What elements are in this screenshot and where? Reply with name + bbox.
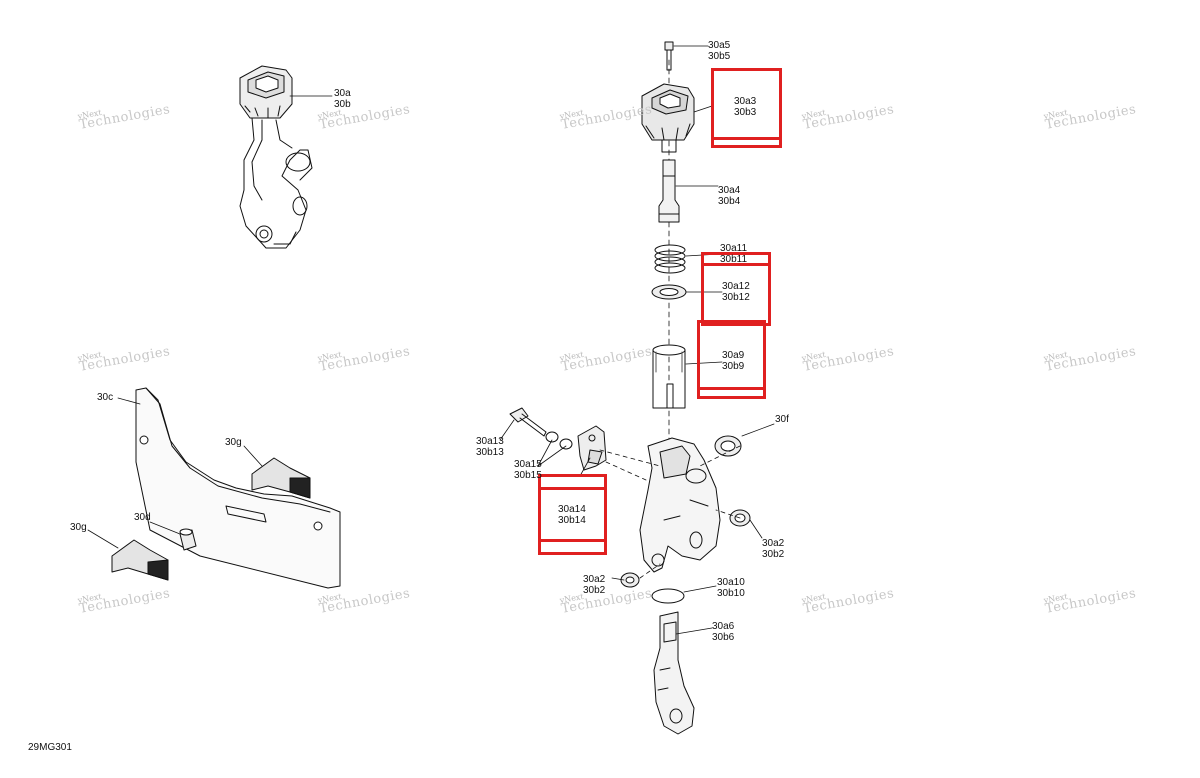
callout-30a2-right: 30a2 30b2 [762, 538, 785, 560]
highlight-box-30a12 [701, 252, 771, 326]
callout-30f: 30f [775, 414, 789, 425]
callout-30a: 30a [334, 88, 351, 99]
exploded-column-drawing [509, 41, 751, 735]
callout-30a14: 30a14 30b14 [558, 504, 586, 526]
callout-30a10: 30a10 30b10 [717, 577, 745, 599]
callout-30a11: 30a11 30b11 [720, 243, 748, 265]
callout-30b: 30b [334, 99, 351, 110]
callout-30a4: 30a4 30b4 [718, 185, 741, 207]
callout-30a12: 30a12 30b12 [722, 281, 750, 303]
bumper-plate-drawing [111, 387, 341, 589]
callout-30a5: 30a5 30b5 [708, 40, 731, 62]
callout-30d: 30d [134, 512, 151, 523]
callout-30c: 30c [97, 392, 114, 403]
callout-30g-left: 30g [70, 522, 87, 533]
callout-30g-top: 30g [225, 437, 242, 448]
callout-30a2-left: 30a2 30b2 [583, 574, 606, 596]
callout-30a6: 30a6 30b6 [712, 621, 735, 643]
highlight-box-30a3 [711, 68, 782, 148]
callout-30a3: 30a3 30b3 [734, 96, 757, 118]
diagram-code: 29MG301 [28, 742, 72, 753]
assembled-riser-drawing [239, 65, 313, 249]
highlight-box-30a14 [538, 474, 607, 555]
highlight-box-30a9 [697, 320, 766, 399]
callout-30a15: 30a15 30b15 [514, 459, 542, 481]
callout-30a13: 30a13 30b13 [476, 436, 504, 458]
callout-30a9: 30a9 30b9 [722, 350, 745, 372]
